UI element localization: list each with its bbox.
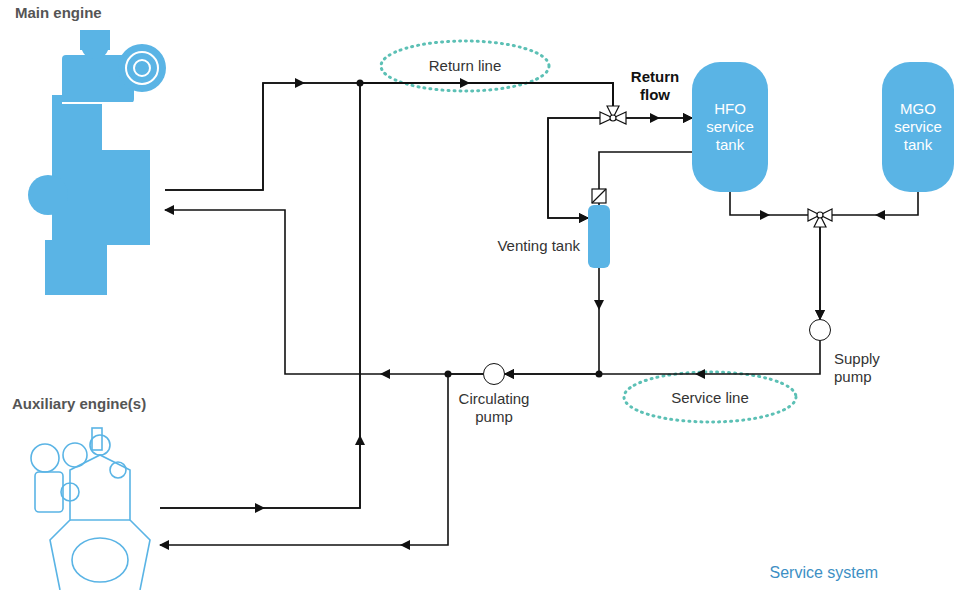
service-tank: HFO service tank bbox=[692, 62, 768, 192]
service-system-band: Service system Venting tankCirculating pu… bbox=[182, 30, 898, 590]
pipe-line bbox=[160, 83, 692, 508]
line-label: Return line bbox=[429, 57, 502, 75]
junction-dot bbox=[357, 80, 603, 378]
band-shape bbox=[182, 30, 898, 590]
node-label: Supply pump bbox=[834, 350, 896, 386]
pipe-line bbox=[505, 341, 820, 374]
venting-tank: Venting tank bbox=[588, 205, 610, 268]
callout-ellipse bbox=[381, 41, 796, 422]
engine-figure: Auxiliary engine(s) bbox=[10, 425, 160, 590]
main-engine-drawing bbox=[28, 30, 166, 295]
pump-symbol: Circulating pump bbox=[483, 363, 505, 385]
node-label: HFO service tank bbox=[692, 100, 768, 154]
pipe-line bbox=[160, 374, 483, 545]
service-tank: MGO service tank bbox=[882, 62, 954, 192]
aux-engine-drawing bbox=[31, 428, 150, 590]
line-label: Service line bbox=[671, 389, 749, 407]
pipe-line bbox=[165, 210, 483, 374]
line-label: Return flow bbox=[625, 68, 685, 104]
node-label: Circulating pump bbox=[449, 390, 539, 426]
node-label: Auxiliary engine(s) bbox=[12, 395, 146, 413]
pipe-line bbox=[730, 192, 820, 319]
pipe-line bbox=[165, 83, 613, 218]
node-label: Main engine bbox=[15, 4, 102, 22]
node-label: Venting tank bbox=[497, 237, 580, 255]
node-label: Service system bbox=[770, 564, 878, 582]
engine-figure: Main engine bbox=[30, 28, 165, 300]
pipe-line bbox=[160, 83, 613, 508]
pump-symbol: Supply pump bbox=[809, 319, 831, 341]
node-label: MGO service tank bbox=[882, 100, 954, 154]
flow-arrow bbox=[255, 78, 885, 550]
pipe-line bbox=[505, 268, 599, 374]
pipe-line bbox=[820, 192, 918, 319]
pipe-line bbox=[599, 152, 692, 205]
